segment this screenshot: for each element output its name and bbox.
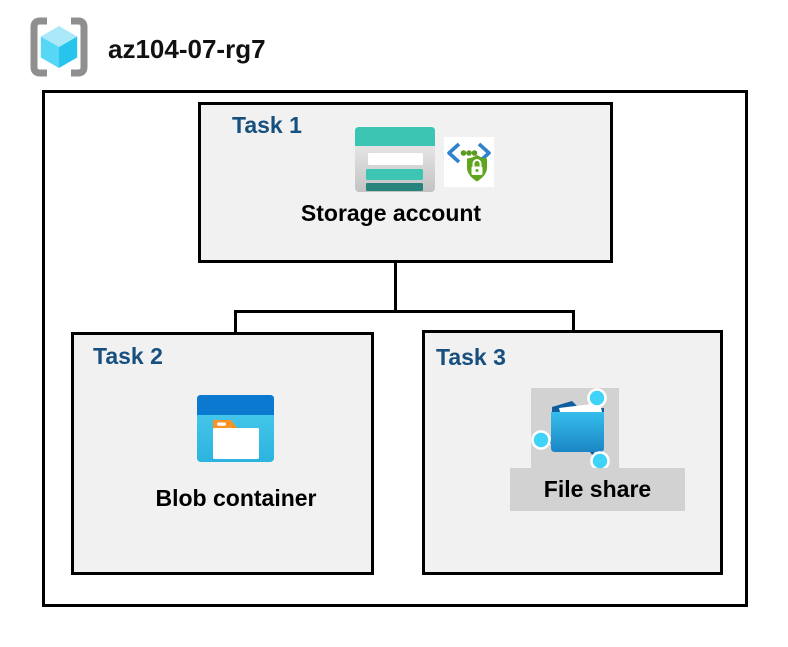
- connector-storage-stem: [394, 263, 397, 312]
- secure-api-lock-icon: [444, 137, 494, 187]
- storage-account-icon: [355, 127, 435, 192]
- resource-group-title: az104-07-rg7: [108, 34, 266, 64]
- task3-label: Task 3: [436, 344, 506, 370]
- file-share-label: File share: [543, 476, 652, 502]
- task2-label: Task 2: [93, 343, 163, 369]
- task1-box: Task 1: [198, 102, 613, 263]
- file-share-label-highlight: File share: [510, 468, 685, 511]
- file-share-icon: [531, 388, 610, 470]
- storage-account-label: Storage account: [300, 200, 482, 226]
- task1-label: Task 1: [232, 112, 302, 138]
- blob-container-icon: [197, 395, 274, 462]
- resource-group-icon: [30, 17, 88, 77]
- file-share-icon-highlight: [531, 388, 619, 470]
- connector-horizontal-bus: [234, 310, 575, 313]
- blob-container-label: Blob container: [155, 485, 317, 511]
